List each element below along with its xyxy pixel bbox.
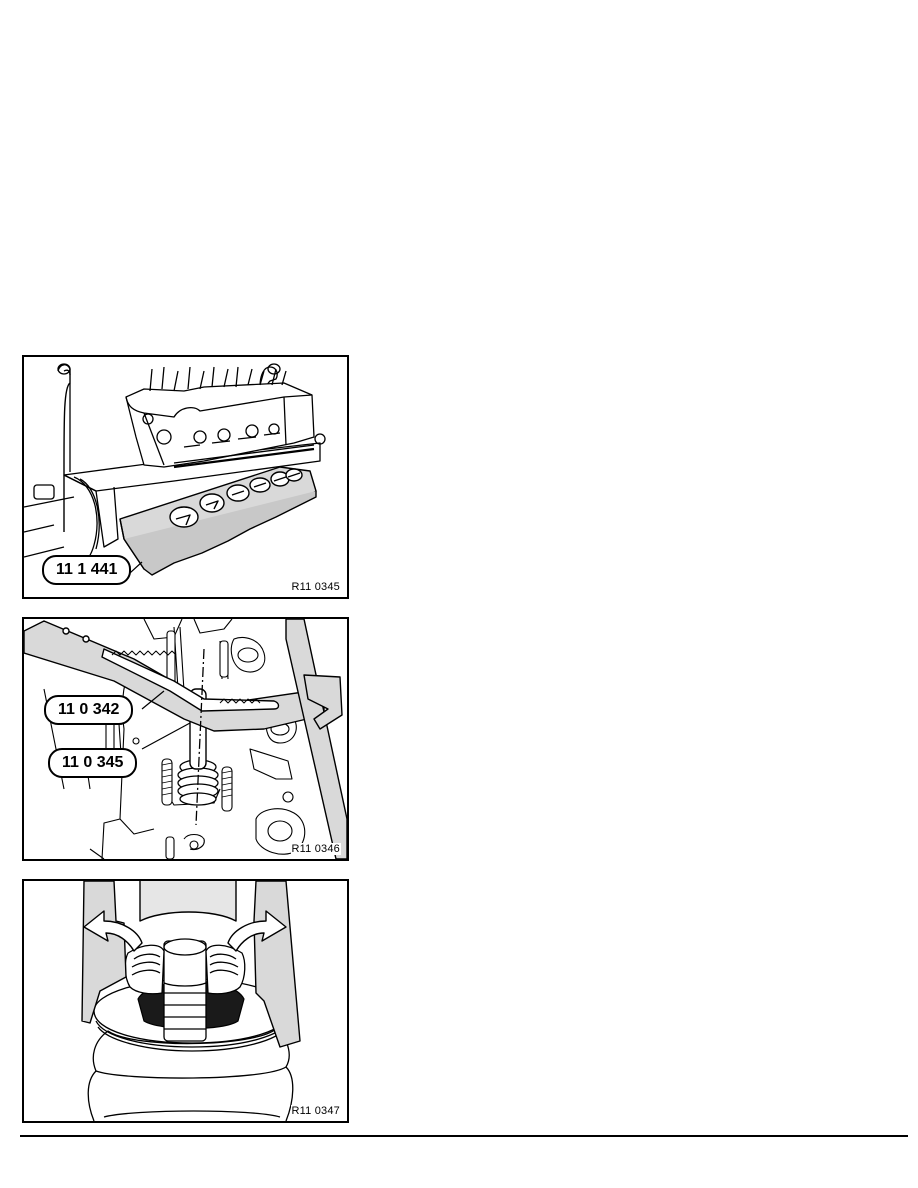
figure-ref-code: R11 0347 (290, 1105, 341, 1117)
figure-valve-keepers-removal: R11 0347 (22, 879, 349, 1123)
valve-keepers-removal-illustration (81, 881, 301, 1121)
tool-callout-11-0-342: 11 0 342 (44, 695, 134, 725)
valve-spring-compressor-illustration (24, 619, 347, 859)
figure-cylinder-head-stand: 11 1 441 R11 0345 (22, 355, 349, 599)
tool-callout-11-1-441: 11 1 441 (42, 555, 132, 585)
footer-divider (20, 1135, 908, 1137)
figure-valve-spring-compressor: 11 0 342 11 0 345 R11 0346 (22, 617, 349, 861)
figure-ref-code: R11 0345 (290, 581, 341, 593)
figure-ref-code: R11 0346 (290, 843, 341, 855)
cylinder-head-on-stand-illustration (24, 363, 326, 583)
tool-callout-11-0-345: 11 0 345 (48, 748, 138, 778)
